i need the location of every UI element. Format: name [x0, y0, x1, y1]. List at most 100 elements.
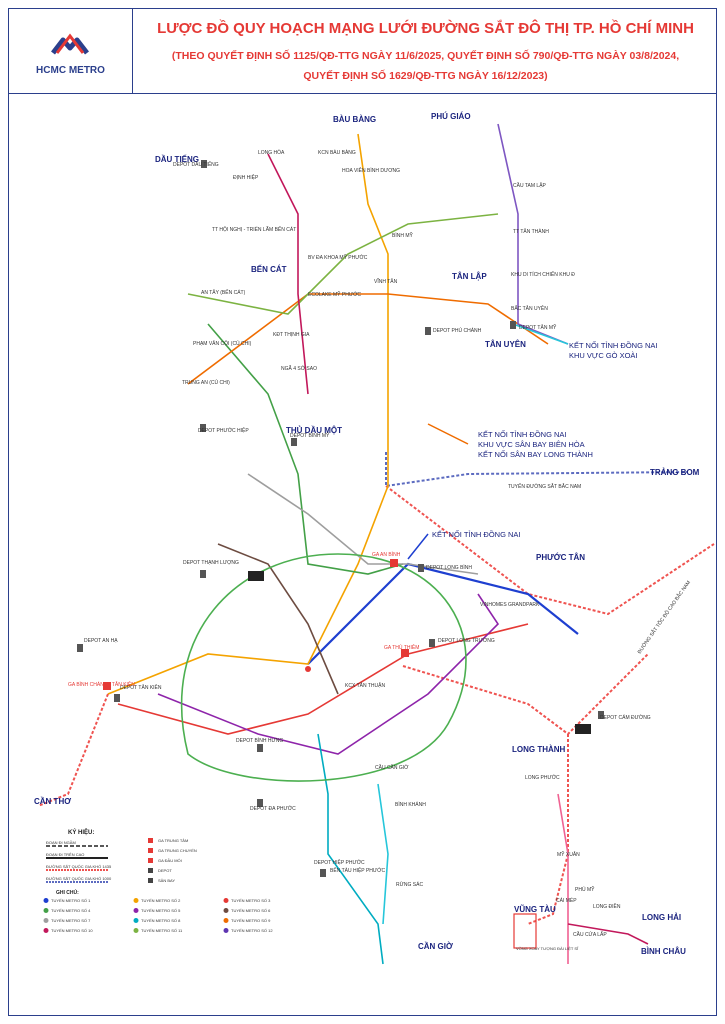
label-trang-bom: TRẢNG BOM — [650, 468, 700, 477]
label-phu-my: PHÚ MỸ — [575, 886, 595, 893]
national-railways — [37, 452, 715, 925]
hub-station-icon — [390, 559, 398, 567]
line-8 — [317, 733, 384, 965]
label-depot-dau-tieng: DEPOT DẦU TIẾNG — [173, 161, 219, 168]
label-bac-tan-uyen: BẮC TÂN UYÊN — [511, 304, 548, 312]
label-depot-tan-kien: DEPOT TÂN KIÊN — [120, 683, 162, 691]
legend-line-dot-icon — [223, 898, 229, 903]
label-phuoc-tan: PHƯỚC TÂN — [536, 553, 585, 562]
label-can-tho: CẦN THƠ — [34, 796, 71, 806]
line-7 — [247, 473, 479, 575]
legend-item-label: ĐOẠN ĐI TRÊN CAO — [46, 852, 84, 857]
legend-symbol-icon — [148, 838, 153, 843]
label-thu-dau-mot: THỦ DẦU MỘT — [286, 425, 342, 435]
legend-symbol-label: SÂN BAY — [158, 878, 175, 883]
line-4 — [207, 323, 404, 575]
legend-line-dot-icon — [43, 928, 49, 933]
label-duong-sat-toc-do-cao: ĐƯỜNG SẮT TỐC ĐỘ CAO BẮC NAM — [635, 579, 692, 656]
legend-line-dot-icon — [223, 918, 229, 923]
label-long-hai: LONG HẢI — [642, 913, 681, 922]
hub-station-icon — [401, 649, 409, 657]
label-hoa-vien: HOA VIÊN BÌNH DƯƠNG — [342, 166, 400, 174]
depot-icon — [510, 321, 516, 329]
place-labels: KCN BÀU BÀNG LONG HÒA ĐỊNH HIỆP DEPOT DẦ… — [68, 149, 692, 951]
label-cau-can-gio: CẦU CẦN GIỜ — [375, 764, 409, 771]
line-11 — [267, 153, 309, 395]
label-depot-hiep-phuoc: DEPOT HIỆP PHƯỚC — [314, 858, 365, 866]
legend-item-label: ĐƯỜNG SẮT QUỐC GIA KHỔ 1435 — [46, 864, 112, 869]
label-ga-thu-thiem: GA THỦ THIÊM — [384, 643, 419, 651]
label-depot-binh-my: DEPOT BÌNH MỸ — [290, 432, 330, 439]
label-cau-cua-lap: CẦU CỬA LẤP — [573, 931, 607, 938]
label-depot-an-ha: DEPOT AN HẠ — [84, 638, 118, 644]
label-tan-lap: TÂN LẬP — [452, 272, 487, 281]
label-kcx-tan-thuan: KCX TÂN THUẬN — [345, 682, 385, 689]
depot-icon — [425, 327, 431, 335]
label-binh-khanh: BÌNH KHÁNH — [395, 801, 426, 808]
legend-line-label: TUYẾN METRO SỐ 12 — [231, 928, 273, 933]
legend-line-label: TUYẾN METRO SỐ 5 — [141, 908, 181, 913]
label-bv-da-khoa: BV ĐA KHOA MỸ PHƯỚC — [308, 254, 368, 261]
legend-line-label: TUYẾN METRO SỐ 11 — [141, 928, 183, 933]
label-vong-xoay: VÒNG XOAY TƯỢNG ĐÀI LIỆT SĨ — [516, 946, 579, 951]
label-tan-uyen: TÂN UYÊN — [485, 340, 526, 349]
vung-tau-line — [557, 793, 569, 964]
depot-icon — [200, 424, 206, 432]
depot-icon — [201, 160, 207, 168]
legend-symbol-label: DEPOT — [158, 868, 172, 873]
legend-line-dot-icon — [43, 918, 49, 923]
depot-icon — [77, 644, 83, 652]
label-depot-long-truong: DEPOT LONG TRƯỜNG — [438, 637, 495, 644]
legend-line-dot-icon — [133, 908, 139, 913]
region-labels: BÀU BÀNG PHÚ GIÁO DẦU TIẾNG BẾN CÁT TÂN … — [34, 112, 700, 956]
legend-symbol-icon — [148, 858, 153, 863]
line-6 — [217, 543, 339, 695]
label-trung-an: TRUNG AN (CỦ CHI) — [182, 379, 230, 386]
label-an-tay: AN TÂY (BẾN CÁT) — [201, 289, 246, 296]
label-vung-tau: VŨNG TÀU — [514, 905, 556, 914]
label-binh-chau: BÌNH CHÂU — [641, 947, 686, 956]
legend-item-label: ĐƯỜNG SẮT QUỐC GIA KHỔ 1000 — [46, 876, 112, 881]
label-rung-sac: RỪNG SÁC — [396, 881, 423, 888]
legend-line-label: TUYẾN METRO SỐ 8 — [141, 918, 181, 923]
label-tt-hoi-nghi: TT HỘI NGHỊ - TRIỂN LÃM BẾN CÁT — [212, 226, 296, 233]
label-depot-cam-duong: DEPOT CẨM ĐƯỜNG — [600, 714, 651, 721]
connection-labels: KẾT NỐI TỈNH ĐỒNG NAI KHU VỰC GÒ XOÀI KẾ… — [432, 340, 657, 539]
map-subtitle-2: QUYẾT ĐỊNH SỐ 1629/QĐ-TTG NGÀY 16/12/202… — [303, 70, 548, 82]
label-dong-nai-go-xoai-1: KẾT NỐI TỈNH ĐỒNG NAI — [569, 340, 657, 350]
legend-symbol-icon — [148, 878, 153, 883]
line-12 — [497, 123, 569, 345]
label-depot-binh-hung: DEPOT BÌNH HƯNG — [236, 737, 283, 744]
label-long-hoa: LONG HÒA — [258, 149, 285, 156]
line-5 — [157, 593, 500, 755]
depots — [77, 160, 604, 877]
label-bien-hoa-1: KẾT NỐI TỈNH ĐỒNG NAI — [478, 429, 566, 439]
depot-icon — [291, 438, 297, 446]
legend-line-label: TUYẾN METRO SỐ 2 — [141, 898, 181, 903]
metro-lines — [107, 123, 649, 965]
label-bau-bang: BÀU BÀNG — [333, 115, 376, 124]
label-ecolake: ECOLAKE MỸ PHƯỚC — [308, 291, 361, 298]
depot-icon — [418, 564, 424, 572]
central-station-icon — [305, 666, 311, 672]
legend-line-dot-icon — [223, 908, 229, 913]
long-hai-line — [567, 923, 649, 945]
legend-line-dot-icon — [133, 928, 139, 933]
legend-symbol-label: GA ĐẦU MỐI — [158, 858, 182, 863]
label-khu-di-tich: KHU DI TÍCH CHIẾN KHU Đ — [511, 271, 575, 278]
depot-icon — [257, 799, 263, 807]
label-dong-nai: KẾT NỐI TỈNH ĐỒNG NAI — [432, 529, 520, 539]
depot-icon — [429, 639, 435, 647]
label-ga-an-binh: GA AN BÌNH — [372, 551, 401, 558]
airport-icon — [248, 571, 264, 581]
legend-symbol-icon — [148, 868, 153, 873]
legend-line-label: TUYẾN METRO SỐ 9 — [231, 918, 271, 923]
label-dau-tieng: DẦU TIẾNG — [155, 154, 199, 164]
legend-heading: KÝ HIỆU: — [68, 828, 94, 836]
map-subtitle-1: (THEO QUYẾT ĐỊNH SỐ 1125/QĐ-TTG NGÀY 11/… — [171, 50, 680, 62]
map-frame — [8, 8, 717, 1016]
metro-network-map: BÀU BÀNG PHÚ GIÁO DẦU TIẾNG BẾN CÁT TÂN … — [34, 112, 715, 965]
can-gio-line — [377, 783, 389, 925]
